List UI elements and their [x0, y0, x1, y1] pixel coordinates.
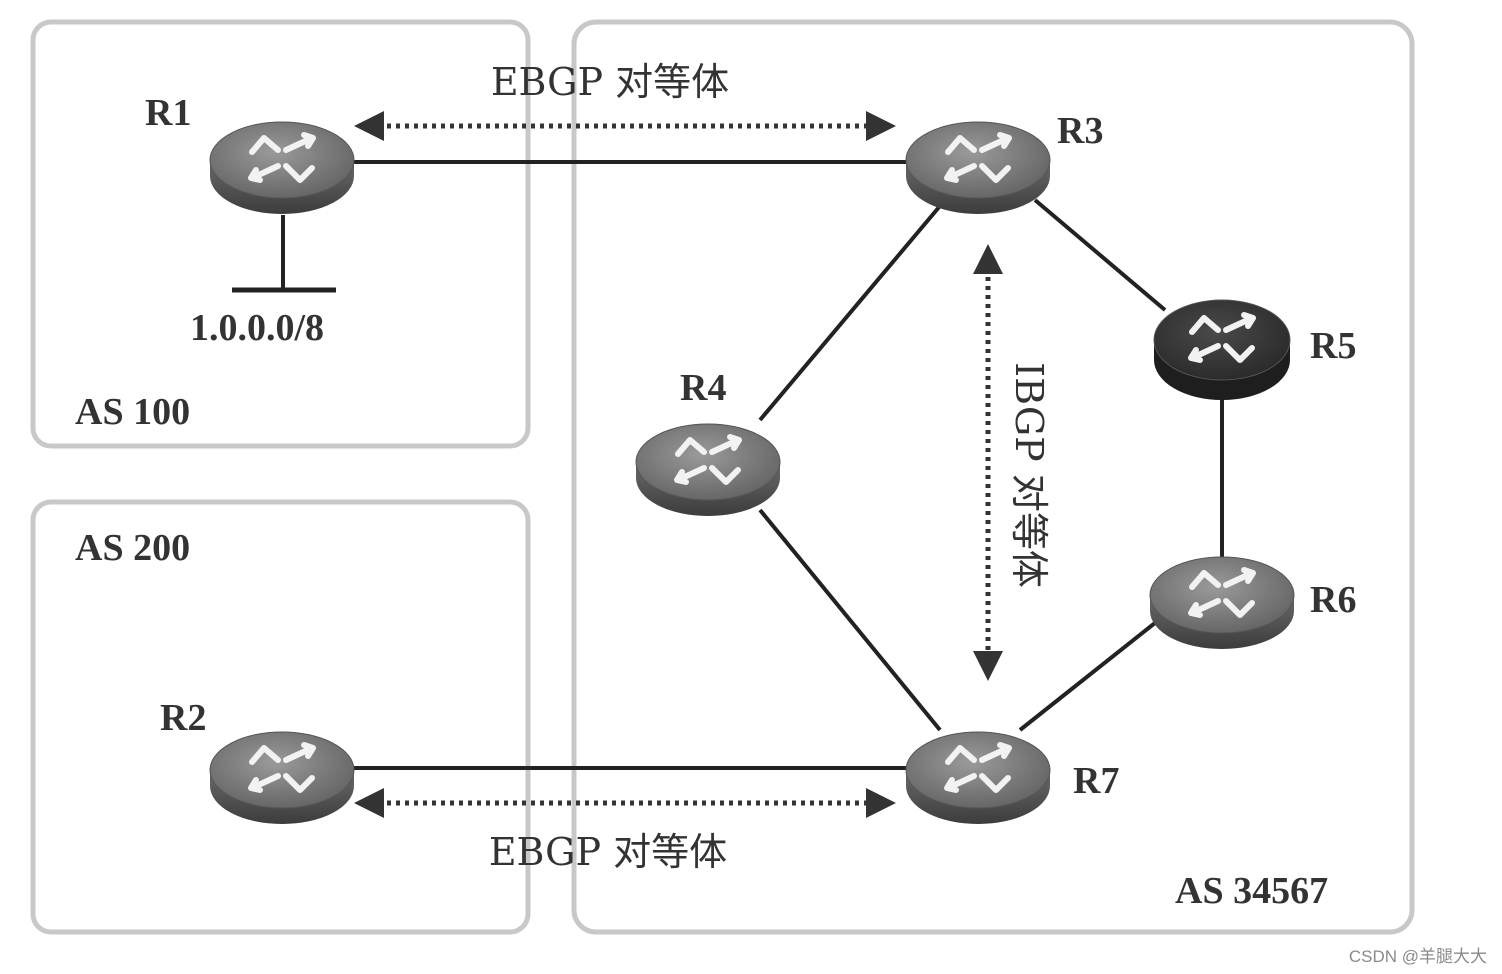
watermark: CSDN @羊腿大大 [1349, 947, 1487, 966]
router-arrows-icon [1188, 567, 1256, 618]
router-label-r5: R5 [1310, 325, 1356, 367]
link-r4-r7 [758, 508, 942, 732]
router-arrows-icon [248, 742, 316, 793]
router-arrows-icon [674, 434, 742, 485]
as-label-as200: AS 200 [75, 527, 190, 569]
link-r3-r5 [1033, 198, 1167, 312]
network-label: 1.0.0.0/8 [190, 307, 324, 349]
router-r3 [905, 121, 1051, 214]
link-r6-r7 [1018, 613, 1167, 732]
as-box-as200: AS 200 [30, 499, 531, 935]
links [345, 160, 1224, 770]
ebgp-label-bottom: EBGP 对等体 [489, 830, 727, 874]
router-arrows-icon [248, 132, 316, 183]
as-label-as34567: AS 34567 [1175, 870, 1328, 912]
router-r1 [209, 121, 355, 214]
router-r5 [1153, 299, 1291, 400]
router-r4 [635, 423, 781, 516]
router-label-r6: R6 [1310, 579, 1356, 621]
router-r2 [209, 731, 355, 824]
router-arrows-icon [944, 742, 1012, 793]
as-box-as34567: AS 34567 [571, 19, 1415, 935]
ebgp-label-top: EBGP 对等体 [491, 60, 729, 104]
router-label-r3: R3 [1057, 110, 1103, 152]
router-label-r7: R7 [1073, 760, 1119, 802]
router-label-r1: R1 [145, 92, 191, 134]
router-r6 [1149, 556, 1295, 649]
as-label-as100: AS 100 [75, 391, 190, 433]
as-box-as100: AS 100 [30, 19, 531, 449]
ibgp-label: IBGP 对等体 [1007, 362, 1051, 588]
router-label-r2: R2 [160, 697, 206, 739]
network-stub: 1.0.0.0/8 [190, 215, 336, 349]
router-arrows-icon [1188, 312, 1256, 363]
router-r7 [905, 731, 1051, 824]
link-r3-r4 [758, 198, 947, 422]
router-label-r4: R4 [680, 367, 726, 409]
router-arrows-icon [944, 132, 1012, 183]
